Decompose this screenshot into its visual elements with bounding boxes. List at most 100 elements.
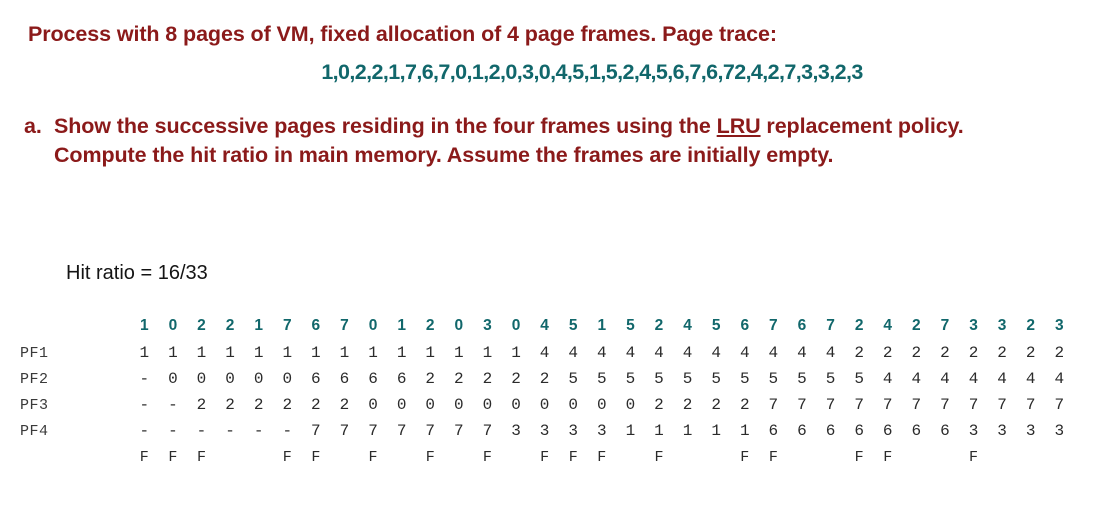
table-cell: 4 <box>825 344 836 362</box>
table-cell: 2 <box>282 396 293 414</box>
table-cell: 7 <box>968 396 979 414</box>
table-cell: F <box>311 448 321 466</box>
table-cell: F <box>540 448 550 466</box>
table-cell: 3 <box>568 422 578 440</box>
table-cell: 4 <box>654 344 664 362</box>
table-cell: 5 <box>654 370 664 388</box>
table-cell: 2 <box>253 396 264 414</box>
table-cell <box>673 449 702 466</box>
table-cell: 1 <box>454 344 464 362</box>
table-cell <box>330 449 359 466</box>
table-cell: 2 <box>225 396 235 414</box>
table-cell <box>616 449 645 466</box>
table-cell: 1 <box>482 344 493 362</box>
table-cell: 2 <box>854 317 864 334</box>
table-cell: 1 <box>253 344 264 362</box>
table-cell: 2 <box>425 370 436 388</box>
table-cell: 1 <box>339 344 350 362</box>
table-cell: 2 <box>197 317 206 334</box>
table-cell: 0 <box>253 370 264 388</box>
table-cell: 2 <box>654 317 664 334</box>
table-cell: 5 <box>854 370 864 388</box>
table-cell: 2 <box>882 344 893 362</box>
row-label-pf4: PF4 <box>20 422 49 440</box>
table-cell: 6 <box>740 317 750 334</box>
table-cell: 4 <box>997 370 1007 388</box>
table-cell: 3 <box>483 317 492 334</box>
table-cell: 2 <box>968 344 979 362</box>
table-cell: 4 <box>682 344 693 362</box>
table-cell: 2 <box>539 370 550 388</box>
table-cell: 6 <box>396 370 407 388</box>
table-cell: 6 <box>339 370 350 388</box>
table-cell: 7 <box>311 422 321 440</box>
part-a-text-before: Show the successive pages residing in th… <box>54 114 717 138</box>
table-cell: 0 <box>596 396 607 414</box>
table-cell: 0 <box>482 396 493 414</box>
table-cell: 7 <box>825 396 836 414</box>
table-cell: - <box>139 422 150 440</box>
table-cell: 5 <box>625 370 636 388</box>
table-cell <box>988 449 1017 466</box>
table-cell <box>931 449 960 466</box>
table-cell: 0 <box>368 317 378 334</box>
table-cell: 3 <box>539 422 550 440</box>
table-cell: 5 <box>682 370 693 388</box>
table-cell: 4 <box>1054 370 1065 388</box>
table-cell: 1 <box>711 422 721 440</box>
table-cell: 4 <box>625 344 636 362</box>
table-cell: 2 <box>854 344 864 362</box>
table-cell: 2 <box>682 396 693 414</box>
table-cell: F <box>969 448 979 466</box>
table-cell: 1 <box>397 317 406 334</box>
table-cell: 7 <box>339 422 350 440</box>
table-cell: - <box>139 396 150 414</box>
table-cell <box>1016 449 1045 466</box>
table-cell: 1 <box>254 317 263 334</box>
table-cell: 2 <box>1054 344 1065 362</box>
table-cell: - <box>168 422 178 440</box>
table-cell: 0 <box>196 370 207 388</box>
table-cell: 3 <box>1025 422 1036 440</box>
table-cell: 2 <box>511 370 521 388</box>
table-cell: 5 <box>568 317 578 334</box>
table-cell: 7 <box>482 422 493 440</box>
table-cell: 7 <box>997 396 1007 414</box>
table-cell: 4 <box>539 344 550 362</box>
table-cell: 1 <box>311 344 321 362</box>
table-cell: 1 <box>396 344 407 362</box>
table-cell: 0 <box>539 396 550 414</box>
table-cell: 1 <box>511 344 521 362</box>
hit-ratio-label: Hit ratio = 16/33 <box>66 262 208 284</box>
table-cell: 2 <box>425 317 435 334</box>
table-cell: 6 <box>797 317 807 334</box>
table-cell: 4 <box>683 317 692 334</box>
table-cell: F <box>368 448 378 466</box>
table-cell: 7 <box>940 396 950 414</box>
table-cell: F <box>196 448 206 466</box>
table-cell: 0 <box>568 396 578 414</box>
table-cell: 0 <box>168 317 178 334</box>
table-cell: 0 <box>511 317 521 334</box>
table-cell: 6 <box>368 370 378 388</box>
table-cell: 6 <box>768 422 779 440</box>
table-cell: 0 <box>282 370 293 388</box>
table-cell: - <box>253 422 264 440</box>
table-cell: 7 <box>1025 396 1036 414</box>
table-cell <box>244 449 273 466</box>
table-cell: 3 <box>968 422 979 440</box>
table-cell: 2 <box>739 396 750 414</box>
table-cell: F <box>139 448 149 466</box>
table-cell: 1 <box>597 317 607 334</box>
table-cell: 4 <box>596 344 607 362</box>
table-cell: 3 <box>997 317 1007 334</box>
part-a-text: Show the successive pages residing in th… <box>54 112 1034 169</box>
question-heading: Process with 8 pages of VM, fixed alloca… <box>28 22 777 46</box>
